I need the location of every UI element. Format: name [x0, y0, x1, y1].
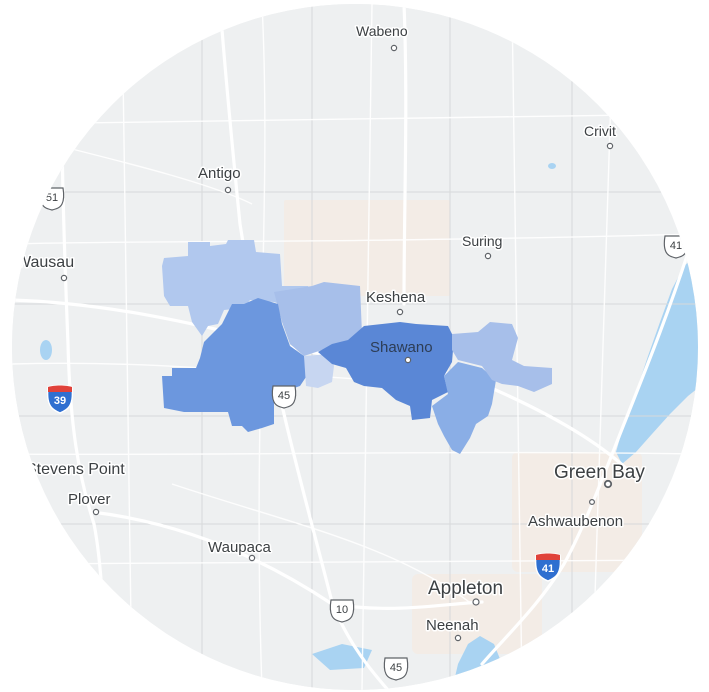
place-dot-antigo	[224, 186, 232, 194]
place-ashwaubenon[interactable]: Ashwaubenon	[527, 499, 625, 532]
place-green-bay[interactable]: Green Bay	[553, 461, 647, 489]
place-label-shawano: Shawano	[370, 339, 433, 356]
shield-icon	[383, 657, 409, 681]
place-label-plover: Plover	[68, 491, 111, 508]
service-area-map[interactable]: Wabeno Crivit Antigo Wausau Suring Keshe…	[12, 4, 698, 690]
region-north-central[interactable]	[274, 282, 362, 356]
minor-road-7	[511, 4, 523, 690]
place-dot-neenah	[454, 634, 462, 642]
minor-road-11	[171, 483, 473, 605]
highway-wi55	[402, 4, 408, 306]
place-waupaca[interactable]: Waupaca	[207, 538, 273, 562]
region-northwest[interactable]	[162, 240, 312, 336]
highway-us41	[480, 232, 696, 666]
place-label-ashwaubenon: Ashwaubenon	[528, 513, 623, 530]
place-wausau[interactable]: Wausau	[15, 253, 76, 282]
water-lake-small-1	[548, 163, 556, 169]
highway-us51	[59, 4, 108, 690]
place-crivitz[interactable]: Crivit	[583, 122, 617, 150]
us-10-shield[interactable]: 10	[329, 599, 355, 623]
us-51-shield[interactable]: 51	[39, 187, 65, 211]
region-west[interactable]	[162, 298, 308, 432]
region-center-light[interactable]	[304, 354, 334, 388]
place-plover[interactable]: Plover	[67, 490, 112, 516]
place-dot-shawano	[404, 356, 412, 364]
interstate-shield-band	[536, 553, 560, 560]
place-dot-green-bay	[603, 479, 613, 489]
place-label-wausau: Wausau	[16, 254, 74, 271]
place-dot-keshena	[396, 308, 404, 316]
us-41-shield-ne-number: 41	[670, 240, 682, 252]
minor-road-2	[12, 233, 698, 245]
place-neenah[interactable]: Neenah	[425, 616, 480, 642]
place-dot-wabeno	[390, 44, 398, 52]
minor-road-3	[12, 451, 698, 456]
place-stevens-point[interactable]: Stevens Point	[25, 460, 127, 480]
minor-road-9	[591, 63, 613, 690]
service-regions[interactable]	[162, 240, 552, 454]
place-dot-suring	[484, 252, 492, 260]
interstate-39-shield[interactable]: 39	[46, 384, 74, 414]
route-shields: 51 41 45 10 45 39	[39, 187, 689, 681]
place-wabeno[interactable]: Wabeno	[355, 22, 409, 52]
us-41-shield-ne[interactable]: 41	[663, 235, 689, 259]
place-label-suring: Suring	[462, 233, 502, 249]
place-label-antigo: Antigo	[198, 165, 241, 182]
water-bodies	[40, 163, 698, 690]
minor-road-5	[121, 4, 133, 690]
place-labels: Wabeno Crivit Antigo Wausau Suring Keshe…	[15, 22, 647, 642]
urban-area-menominee	[284, 200, 450, 296]
place-dot-ashwaubenon	[588, 499, 595, 506]
region-southeast[interactable]	[432, 362, 496, 454]
place-label-green-bay: Green Bay	[554, 462, 645, 483]
place-label-appleton: Appleton	[428, 578, 503, 599]
water-green-bay	[616, 254, 698, 464]
interstate-shield-band	[48, 385, 72, 392]
place-appleton[interactable]: Appleton	[427, 577, 505, 606]
region-east[interactable]	[452, 322, 552, 392]
map-canvas[interactable]: Wabeno Crivit Antigo Wausau Suring Keshe…	[12, 4, 698, 690]
us-51-shield-number: 51	[46, 192, 58, 204]
water-lake-west	[40, 340, 52, 360]
shield-icon	[663, 235, 689, 259]
us-45-shield-mid-number: 45	[278, 390, 290, 402]
interstate-39-number: 39	[54, 395, 66, 407]
minor-road-12	[51, 143, 253, 205]
us-10-shield-number: 10	[336, 604, 348, 616]
place-label-keshena: Keshena	[366, 289, 426, 306]
interstate-41-number: 41	[542, 563, 554, 575]
place-label-waupaca: Waupaca	[208, 539, 271, 556]
minor-road-4	[12, 559, 698, 565]
us-45-shield-south-number: 45	[390, 662, 402, 674]
region-shawano-core[interactable]	[318, 322, 454, 420]
place-dot-crivitz	[606, 142, 614, 150]
us-45-shield-south[interactable]: 45	[383, 657, 409, 681]
place-dot-plover	[92, 508, 100, 516]
place-antigo[interactable]: Antigo	[197, 164, 242, 194]
place-label-neenah: Neenah	[426, 617, 479, 634]
shield-icon	[329, 599, 355, 623]
minor-road-1	[12, 113, 698, 125]
place-dot-waupaca	[248, 554, 256, 562]
place-dot-appleton	[472, 598, 480, 606]
place-suring[interactable]: Suring	[461, 232, 504, 260]
place-label-crivitz: Crivit	[584, 123, 616, 139]
place-label-stevens-point: Stevens Point	[26, 461, 125, 478]
us-45-shield-mid[interactable]: 45	[271, 385, 297, 409]
place-shawano[interactable]: Shawano	[369, 338, 434, 364]
place-label-wabeno: Wabeno	[356, 23, 408, 39]
place-dot-wausau	[60, 274, 68, 282]
place-keshena[interactable]: Keshena	[365, 288, 427, 316]
highway-us10	[90, 510, 484, 610]
interstate-41-shield[interactable]: 41	[534, 552, 562, 582]
shield-icon	[271, 385, 297, 409]
water-lake-winnebago	[452, 636, 506, 690]
shield-icon	[39, 187, 65, 211]
